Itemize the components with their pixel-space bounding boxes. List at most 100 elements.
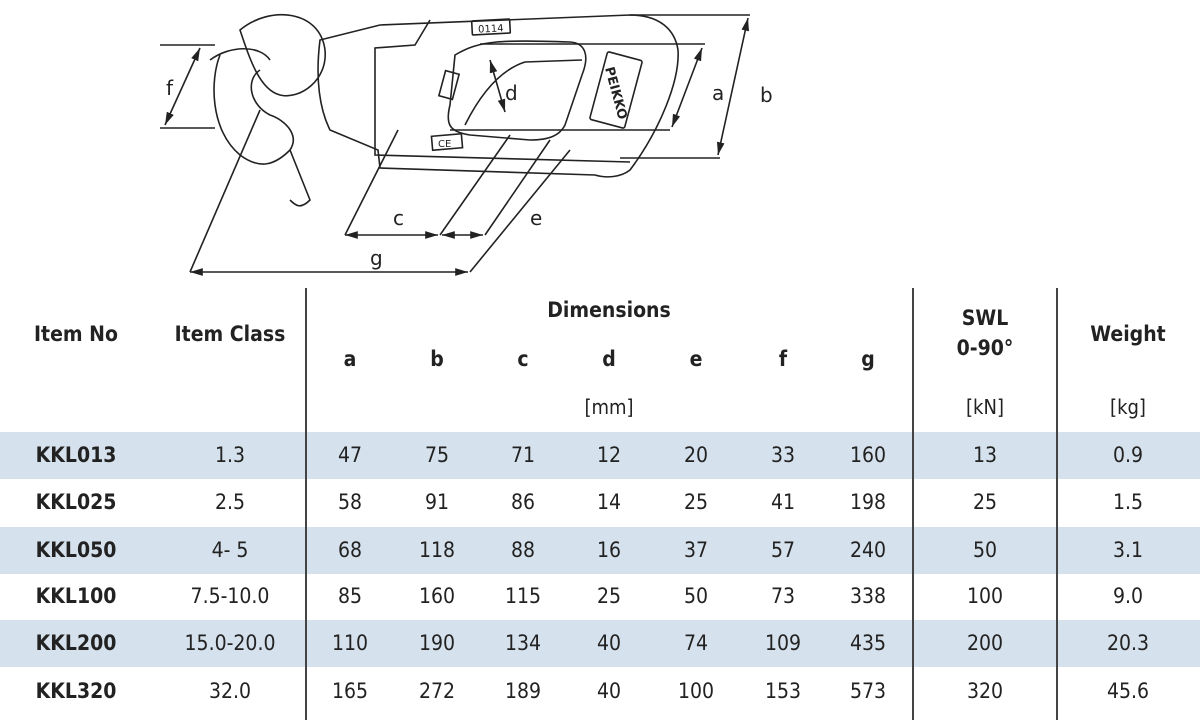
cell-dim-f: 41 (770, 490, 796, 514)
cell-dim-d: 12 (596, 443, 622, 467)
key-window (447, 40, 587, 141)
cell-item-no: KKL320 (35, 679, 117, 703)
dim-label-g: g (370, 246, 383, 270)
cell-dim-f: 73 (770, 584, 796, 608)
cell-dim-c: 88 (510, 538, 536, 562)
header-swl-unit: [kN] (966, 395, 1004, 419)
cell-dim-c: 86 (510, 490, 536, 514)
cell-dim-e: 20 (683, 443, 709, 467)
cell-dim-g: 435 (849, 631, 887, 655)
cell-dim-e: 50 (683, 584, 709, 608)
dim-label-d: d (505, 81, 518, 105)
cell-weight: 9.0 (1112, 584, 1144, 608)
cell-swl: 320 (966, 679, 1004, 703)
dim-label-c: c (393, 206, 404, 230)
header-dim-f: f (778, 347, 788, 371)
cell-dim-e: 100 (677, 679, 715, 703)
cell-dim-b: 190 (418, 631, 456, 655)
header-swl-angle: 0-90° (956, 336, 1014, 360)
cell-dim-b: 91 (424, 490, 450, 514)
cell-dim-a: 58 (337, 490, 363, 514)
peikko-logo: PEIKKO (601, 65, 629, 121)
header-swl: SWL (961, 306, 1009, 330)
cell-item-class: 15.0-20.0 (184, 631, 276, 655)
cell-swl: 100 (966, 584, 1004, 608)
marking-code: 0114 (478, 23, 504, 35)
cell-dim-d: 40 (596, 631, 622, 655)
cell-weight: 1.5 (1112, 490, 1144, 514)
cell-dim-c: 189 (504, 679, 542, 703)
cell-swl: 25 (972, 490, 998, 514)
cell-dim-e: 37 (683, 538, 709, 562)
cell-item-class: 32.0 (208, 679, 252, 703)
dim-label-a: a (712, 81, 724, 105)
lifting-key-technical-drawing: 0114 PEIKKO CE f a b c d e g (160, 13, 773, 276)
cell-dim-e: 25 (683, 490, 709, 514)
cell-dim-d: 40 (596, 679, 622, 703)
cell-item-no: KKL013 (35, 443, 117, 467)
cell-dim-c: 71 (510, 443, 536, 467)
cell-dim-a: 165 (331, 679, 369, 703)
cell-dim-d: 14 (596, 490, 622, 514)
cell-dim-c: 115 (504, 584, 542, 608)
cell-swl: 13 (972, 443, 998, 467)
cell-dim-g: 573 (849, 679, 887, 703)
cell-dim-f: 109 (764, 631, 802, 655)
cell-item-class: 1.3 (214, 443, 246, 467)
row-stripe (0, 432, 1200, 479)
header-dim-e: e (689, 347, 703, 371)
column-divider (1056, 288, 1058, 720)
header-dim-d: d (602, 347, 616, 371)
row-stripe (0, 620, 1200, 667)
bail-ring (239, 13, 326, 97)
key-plate (317, 14, 679, 178)
header-item-class: Item Class (174, 322, 286, 346)
cell-dim-b: 118 (418, 538, 456, 562)
cell-swl: 200 (966, 631, 1004, 655)
header-dim-c: c (517, 347, 529, 371)
header-weight-unit: [kg] (1110, 395, 1146, 419)
cell-dim-g: 338 (849, 584, 887, 608)
header-dim-b: b (430, 347, 444, 371)
header-dims-unit: [mm] (584, 395, 634, 419)
dim-label-b: b (760, 83, 773, 107)
cell-weight: 3.1 (1112, 538, 1144, 562)
cell-weight: 0.9 (1112, 443, 1144, 467)
header-dim-a: a (343, 347, 357, 371)
cell-dim-g: 160 (849, 443, 887, 467)
cell-dim-f: 57 (770, 538, 796, 562)
cell-dim-d: 16 (596, 538, 622, 562)
ce-mark: CE (438, 139, 451, 150)
cell-dim-b: 272 (418, 679, 456, 703)
cell-dim-a: 110 (331, 631, 369, 655)
cell-item-no: KKL050 (35, 538, 117, 562)
cell-dim-f: 153 (764, 679, 802, 703)
cell-dim-g: 198 (849, 490, 887, 514)
cell-dim-f: 33 (770, 443, 796, 467)
cell-item-class: 7.5-10.0 (190, 584, 270, 608)
cell-item-class: 4- 5 (211, 538, 249, 562)
cell-swl: 50 (972, 538, 998, 562)
header-dimensions: Dimensions (547, 298, 671, 322)
cell-item-no: KKL200 (35, 631, 117, 655)
cell-dim-a: 47 (337, 443, 363, 467)
cell-dim-g: 240 (849, 538, 887, 562)
cell-dim-d: 25 (596, 584, 622, 608)
cell-dim-b: 75 (424, 443, 450, 467)
header-item-no: Item No (34, 322, 118, 346)
cell-dim-e: 74 (683, 631, 709, 655)
cell-item-no: KKL100 (35, 584, 117, 608)
dim-label-f: f (166, 76, 174, 100)
cell-weight: 20.3 (1106, 631, 1150, 655)
cell-dim-a: 85 (337, 584, 363, 608)
cell-dim-a: 68 (337, 538, 363, 562)
column-divider (305, 288, 307, 720)
cell-dim-b: 160 (418, 584, 456, 608)
column-divider (912, 288, 914, 720)
row-stripe (0, 527, 1200, 574)
cell-item-class: 2.5 (214, 490, 246, 514)
cell-item-no: KKL025 (35, 490, 117, 514)
header-dim-g: g (861, 347, 875, 371)
cell-dim-c: 134 (504, 631, 542, 655)
header-weight: Weight (1090, 322, 1166, 346)
